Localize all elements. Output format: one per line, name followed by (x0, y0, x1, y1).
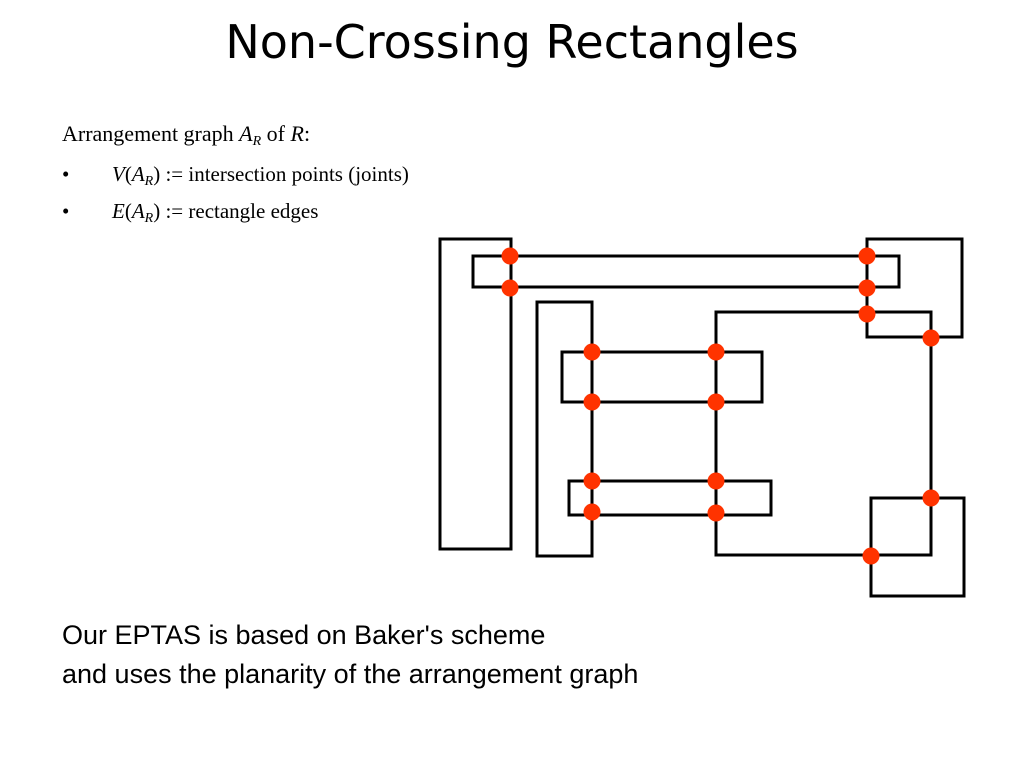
bullet-definition: ) := intersection points (joints) (153, 162, 409, 186)
joint-4 (858, 279, 876, 297)
joint-14 (707, 504, 725, 522)
joint-1 (501, 247, 519, 265)
open-paren: ( (124, 162, 132, 186)
definition-suffix: : (303, 121, 311, 146)
rectangle-4 (560, 350, 764, 404)
definition-prefix: Arrangement graph (62, 121, 240, 146)
rectangle-2 (471, 254, 901, 289)
joint-13 (583, 503, 601, 521)
definition-line: Arrangement graph AR of R: (62, 119, 310, 149)
graph-symbol: A (131, 162, 145, 186)
slide-title: Non-Crossing Rectangles (225, 15, 799, 69)
joint-16 (862, 547, 880, 565)
joint-3 (858, 247, 876, 265)
graph-subscript: R (252, 134, 262, 149)
bullet-definition: ) := rectangle edges (153, 199, 319, 223)
conclusion-text: Our EPTAS is based on Baker's scheme and… (62, 616, 638, 694)
conclusion-line-2: and uses the planarity of the arrangemen… (62, 659, 639, 689)
rectangle-5 (567, 479, 773, 517)
set-symbol: R (290, 121, 304, 146)
graph-subscript: R (144, 174, 154, 189)
bullet-text: E(AR) := rectangle edges (112, 197, 319, 226)
rectangle-8 (869, 496, 966, 598)
joint-9 (583, 393, 601, 411)
graph-symbol: A (131, 199, 145, 223)
rectangle-6 (714, 310, 933, 557)
rectangles-layer (438, 237, 966, 598)
definition-middle: of (261, 121, 291, 146)
joint-11 (583, 472, 601, 490)
graph-subscript: R (144, 211, 154, 226)
joint-12 (707, 472, 725, 490)
joint-15 (922, 489, 940, 507)
edge-set-symbol: E (112, 199, 125, 223)
open-paren: ( (124, 199, 132, 223)
joint-5 (858, 305, 876, 323)
joint-2 (501, 279, 519, 297)
rectangle-1 (438, 237, 513, 551)
vertex-set-symbol: V (112, 162, 125, 186)
joint-8 (707, 343, 725, 361)
joint-7 (583, 343, 601, 361)
graph-symbol: A (239, 121, 253, 146)
conclusion-line-1: Our EPTAS is based on Baker's scheme (62, 620, 546, 650)
bullet-text: V(AR) := intersection points (joints) (112, 160, 409, 189)
joint-6 (922, 329, 940, 347)
rectangle-3 (535, 300, 594, 558)
joints-layer (501, 247, 940, 565)
bullet-marker: • (62, 199, 70, 223)
joint-10 (707, 393, 725, 411)
bullet-marker: • (62, 162, 70, 186)
